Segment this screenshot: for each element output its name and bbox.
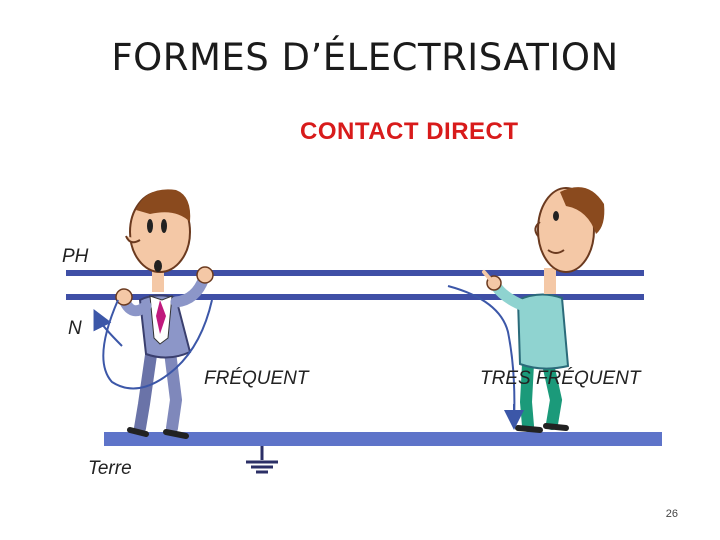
neutral-conductor	[66, 294, 644, 300]
label-very-frequent: TRES FRÉQUENT	[480, 368, 641, 389]
label-phase: PH	[62, 246, 89, 267]
current-arrow-left	[93, 309, 123, 347]
phase-conductor	[66, 270, 644, 276]
label-neutral: N	[68, 318, 82, 339]
page-title: FORMES D’ÉLECTRISATION	[111, 36, 619, 79]
current-path-left	[102, 299, 213, 390]
page-number: 26	[665, 508, 678, 520]
man-touching-one-conductor	[482, 187, 605, 433]
subtitle: CONTACT DIRECT	[300, 118, 519, 145]
label-ground: Terre	[88, 458, 132, 479]
man-touching-two-conductors	[115, 189, 214, 439]
current-path-right	[447, 285, 516, 423]
ground-bar	[104, 432, 662, 446]
ground-symbol-icon	[246, 446, 278, 474]
label-frequent: FRÉQUENT	[204, 368, 309, 389]
